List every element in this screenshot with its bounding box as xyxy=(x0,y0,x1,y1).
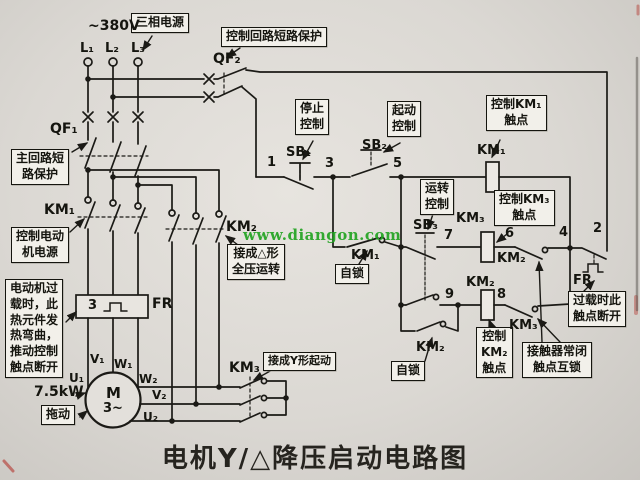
watermark: www.diangon.com xyxy=(243,226,402,244)
callout-start-control: 起动控制 xyxy=(387,101,422,137)
label-v2: V₂ xyxy=(152,388,167,402)
label-wire-8: 8 xyxy=(497,287,507,302)
control-rung2 xyxy=(400,231,571,301)
control-rung3 xyxy=(400,246,571,321)
callout-ctrl-circuit-protect: 控制回路短路保护 xyxy=(221,27,328,47)
label-fr-elements: 3 xyxy=(88,298,98,313)
callout-ctrl-motor-power: 控制电动机电源 xyxy=(11,227,70,263)
label-wire-9: 9 xyxy=(445,287,455,302)
callout-main-circuit-protect: 主回路短路保护 xyxy=(11,149,70,185)
km1-selflock-branch xyxy=(332,176,402,248)
label-l2: L₂ xyxy=(105,41,119,56)
label-wire-2: 2 xyxy=(593,221,603,236)
label-km2-nc: KM₂ xyxy=(497,251,526,266)
callout-star-start: 接成Y形起动 xyxy=(263,352,336,371)
label-motor-m: M xyxy=(106,384,121,402)
label-km3-nc: KM₃ xyxy=(509,318,538,333)
label-wire-6: 6 xyxy=(505,226,515,241)
motor xyxy=(84,371,142,429)
fuse-x-marks xyxy=(82,73,215,123)
label-u1: U₁ xyxy=(69,371,84,385)
supply-terminals xyxy=(83,57,143,113)
label-km3-main: KM₃ xyxy=(229,360,260,376)
label-sb3: SB₃ xyxy=(413,218,438,233)
label-wire-1: 1 xyxy=(267,155,277,170)
scan-stains xyxy=(2,4,640,473)
label-l1: L₁ xyxy=(80,41,94,56)
label-sb1: SB₁ xyxy=(286,145,311,160)
label-wire-3: 3 xyxy=(325,156,335,171)
km2-selflock-branch xyxy=(400,304,459,332)
label-voltage: ~380V xyxy=(88,18,140,34)
label-w2: W₂ xyxy=(139,372,158,386)
km2-main-contacts xyxy=(165,209,227,422)
label-km2-aux: KM₂ xyxy=(416,340,445,355)
callout-drive: 拖动 xyxy=(41,405,76,425)
callout-overload-note: 电动机过载时，此热元件发热弯曲，推动控制触点断开 xyxy=(5,279,64,378)
label-km3-coil: KM₃ xyxy=(456,211,485,226)
label-wire-7: 7 xyxy=(444,228,454,243)
callout-run-control: 运转控制 xyxy=(420,179,455,215)
fr-thermal-relay xyxy=(75,294,149,390)
callout-self-lock-2: 自锁 xyxy=(391,361,426,381)
label-sb2: SB₂ xyxy=(362,138,387,153)
callout-stop-control: 停止控制 xyxy=(295,99,330,135)
label-motor-3ph: 3~ xyxy=(103,401,123,416)
callout-delta-full-voltage: 接成△形全压运转 xyxy=(227,244,286,280)
label-u2: U₂ xyxy=(143,410,158,424)
label-km1-main: KM₁ xyxy=(44,202,75,218)
label-km2-coil: KM₂ xyxy=(466,275,495,290)
callout-fr-overload-note: 过载时此触点断开 xyxy=(568,291,627,327)
label-km1-coil: KM₁ xyxy=(477,143,506,158)
callout-three-phase-source: 三相电源 xyxy=(131,13,190,33)
label-qf2: QF₂ xyxy=(213,51,241,67)
label-fr-main: FR xyxy=(152,296,173,312)
motor-delta-leads xyxy=(129,386,241,422)
qf2-feed-taps xyxy=(87,78,205,98)
junction-dots xyxy=(85,76,573,424)
label-fr-ctrl: FR xyxy=(573,273,592,288)
diagram-title: 电机Y/△降压启动电路图 xyxy=(161,444,469,474)
callout-leader-arrows xyxy=(65,35,595,421)
label-w1: W₁ xyxy=(114,357,133,371)
label-wire-4: 4 xyxy=(559,225,569,240)
label-rating: 7.5kW xyxy=(34,384,84,400)
callout-self-lock-1: 自锁 xyxy=(335,264,370,284)
label-km2-branch: KM₂ xyxy=(226,219,257,235)
label-v1: V₁ xyxy=(90,352,105,366)
label-l3: L₃ xyxy=(131,41,145,56)
label-km1-aux: KM₁ xyxy=(351,248,380,263)
delta-branch-taps xyxy=(87,169,220,214)
callout-nc-interlock: 接触器常闭触点互锁 xyxy=(522,342,593,378)
label-wire-5: 5 xyxy=(393,156,403,171)
label-qf1: QF₁ xyxy=(50,121,78,137)
qf2-breaker xyxy=(213,67,608,252)
km1-main-contacts xyxy=(77,196,151,296)
